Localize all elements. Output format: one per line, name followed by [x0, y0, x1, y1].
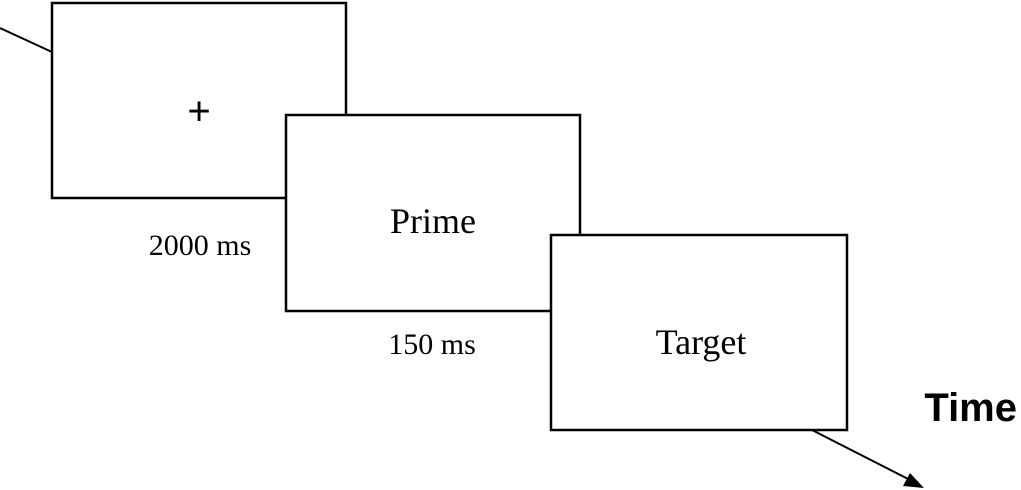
fixation-frame: + [50, 1, 348, 200]
time-arrow-head [903, 473, 924, 488]
prime-frame: Prime [284, 113, 582, 313]
prime-frame-box [284, 113, 582, 313]
target-frame: Target [549, 233, 849, 432]
fixation-cross: + [187, 90, 210, 134]
prime-duration-label: 150 ms [388, 328, 476, 361]
time-arrow-line [811, 429, 913, 482]
target-frame-box [549, 233, 849, 432]
target-label: Target [656, 322, 747, 362]
prime-label: Prime [390, 201, 476, 241]
time-axis-label: Time [924, 386, 1017, 430]
fixation-duration-label: 2000 ms [149, 229, 252, 262]
time-arrow-tail [0, 27, 53, 53]
